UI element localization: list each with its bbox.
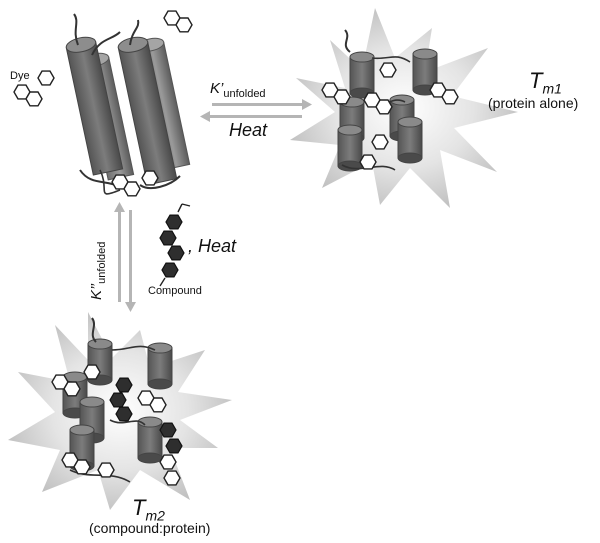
folded-protein (65, 13, 191, 196)
tm1-note: (protein alone) (488, 95, 579, 111)
tm2-label: Tm2 (132, 495, 165, 523)
tm1-subscript: m1 (542, 80, 562, 97)
equilibrium-arrow-vertical (114, 202, 136, 312)
k-double-prime-label: K’’unfolded (88, 242, 108, 300)
equilibrium-arrow-horizontal (200, 99, 312, 122)
dye-label: Dye (10, 70, 30, 82)
tm1-label: Tm1 (529, 68, 562, 96)
tm1-symbol: T (529, 68, 543, 93)
k-prime-symbol: K’ (210, 80, 224, 97)
heat-label-vertical: , Heat (188, 236, 237, 256)
tm2-symbol: T (132, 495, 146, 520)
heat-label-horizontal: Heat (229, 120, 268, 140)
tm2-subscript: m2 (145, 507, 165, 524)
tm2-note: (compound:protein) (89, 520, 211, 536)
k-prime-label: K’unfolded (210, 80, 266, 100)
k-double-prime-symbol: K’’ (88, 283, 105, 300)
unfolded-protein-burst-1 (290, 8, 518, 208)
free-dye-top (164, 11, 192, 32)
unfolded-protein-burst-2 (8, 312, 232, 510)
compound-molecule (159, 203, 191, 287)
compound-label: Compound (148, 285, 202, 297)
k-prime-subscript: unfolded (223, 88, 266, 100)
k-double-prime-subscript: unfolded (96, 241, 108, 284)
